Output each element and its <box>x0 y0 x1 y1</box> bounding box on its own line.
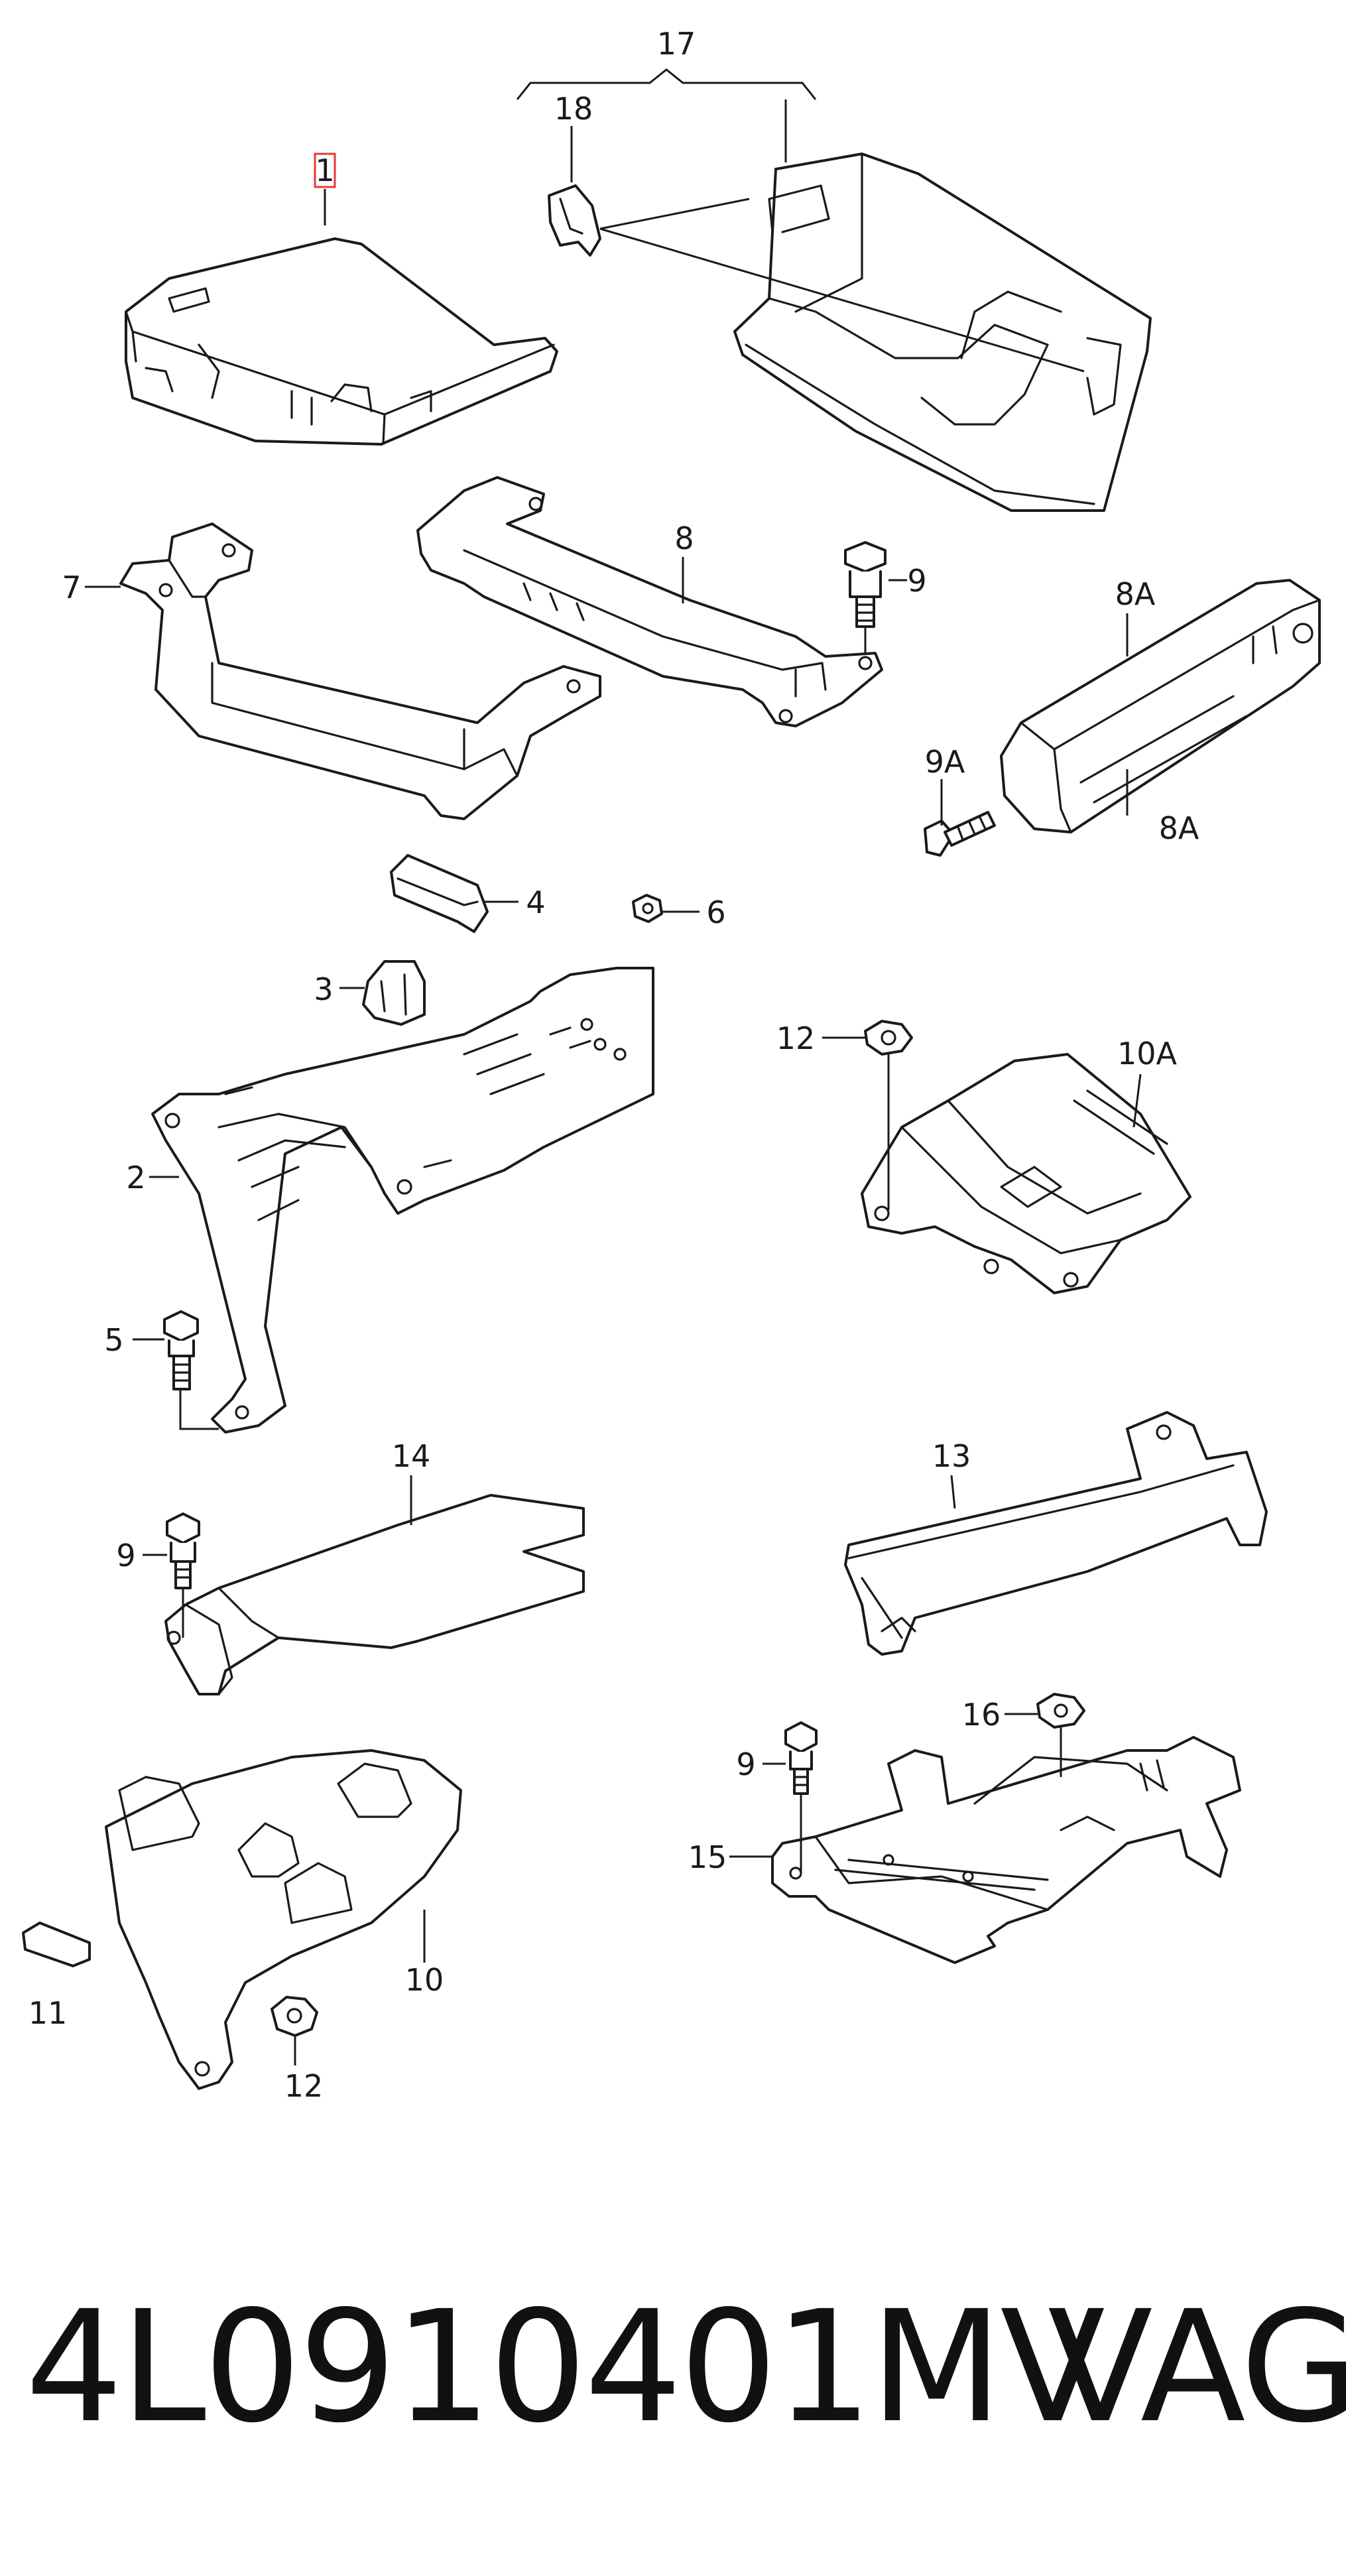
callout-4[interactable]: 4 <box>526 885 545 920</box>
part-1-control-unit[interactable] <box>125 237 558 446</box>
part-12-nut-bottom[interactable] <box>271 1996 318 2037</box>
part-18-clip[interactable] <box>548 184 601 257</box>
part-10-carrier-plate[interactable] <box>105 1749 462 2090</box>
part-14-shield[interactable] <box>164 1494 585 1695</box>
callout-14[interactable]: 14 <box>392 1438 431 1474</box>
brand-label: VAG <box>1048 2278 1346 2457</box>
callout-17[interactable]: 17 <box>657 26 696 62</box>
callout-9-top[interactable]: 9 <box>907 563 926 599</box>
callout-8[interactable]: 8 <box>674 521 694 556</box>
callout-7[interactable]: 7 <box>62 570 81 605</box>
callout-18[interactable]: 18 <box>554 91 593 127</box>
part-5-bolt[interactable] <box>163 1310 199 1390</box>
leader-lines <box>85 68 1142 2065</box>
callout-6[interactable]: 6 <box>706 894 725 930</box>
callout-10[interactable]: 10 <box>405 1962 444 1998</box>
part-6-nut[interactable] <box>632 894 663 923</box>
callout-9a[interactable]: 9A <box>925 744 965 780</box>
callout-13[interactable]: 13 <box>932 1438 971 1474</box>
part-10a-tray[interactable] <box>861 1053 1192 1294</box>
callout-15[interactable]: 15 <box>688 1839 727 1875</box>
part-12-nut-top[interactable] <box>864 1020 913 1056</box>
callout-labels: 1 17 18 7 8 9 8A 9A 8A 4 6 3 2 5 12 10A … <box>29 26 1199 2104</box>
part-9a-screw[interactable] <box>924 811 996 857</box>
part-9-bolt-left[interactable] <box>166 1512 200 1589</box>
callout-12-top[interactable]: 12 <box>776 1020 816 1056</box>
part-13-bar[interactable] <box>844 1411 1268 1656</box>
callout-9-right[interactable]: 9 <box>736 1747 755 1782</box>
part-16-nut[interactable] <box>1036 1693 1085 1729</box>
callout-1[interactable]: 1 <box>315 153 334 188</box>
part-17-cover[interactable] <box>733 153 1152 512</box>
callout-10a[interactable]: 10A <box>1117 1036 1178 1072</box>
part-7-bracket[interactable] <box>119 522 601 820</box>
part-number-label: 4L0910401MV <box>25 2278 1105 2457</box>
callout-3[interactable]: 3 <box>314 971 333 1007</box>
part-9-bolt-top[interactable] <box>844 541 887 628</box>
callout-8a-top[interactable]: 8A <box>1115 576 1156 612</box>
part-8a-module[interactable] <box>1000 579 1321 833</box>
callout-9-left[interactable]: 9 <box>116 1538 135 1573</box>
callout-8a-bottom[interactable]: 8A <box>1159 810 1199 846</box>
part-11-pad[interactable] <box>22 1922 91 1967</box>
part-4-clip[interactable] <box>390 854 489 933</box>
callout-1-highlight <box>314 153 336 188</box>
callout-16[interactable]: 16 <box>962 1697 1001 1733</box>
part-3-clip[interactable] <box>362 960 426 1026</box>
part-15-frame[interactable] <box>771 1736 1241 1964</box>
callout-5[interactable]: 5 <box>104 1322 123 1358</box>
callout-11[interactable]: 11 <box>29 1995 68 2031</box>
part-9-bolt-right[interactable] <box>784 1721 818 1795</box>
callout-2[interactable]: 2 <box>126 1160 145 1196</box>
part-2-main-bracket[interactable] <box>151 967 654 1434</box>
part-8-bracket[interactable] <box>416 476 883 727</box>
callout-12-bottom[interactable]: 12 <box>284 2068 324 2104</box>
